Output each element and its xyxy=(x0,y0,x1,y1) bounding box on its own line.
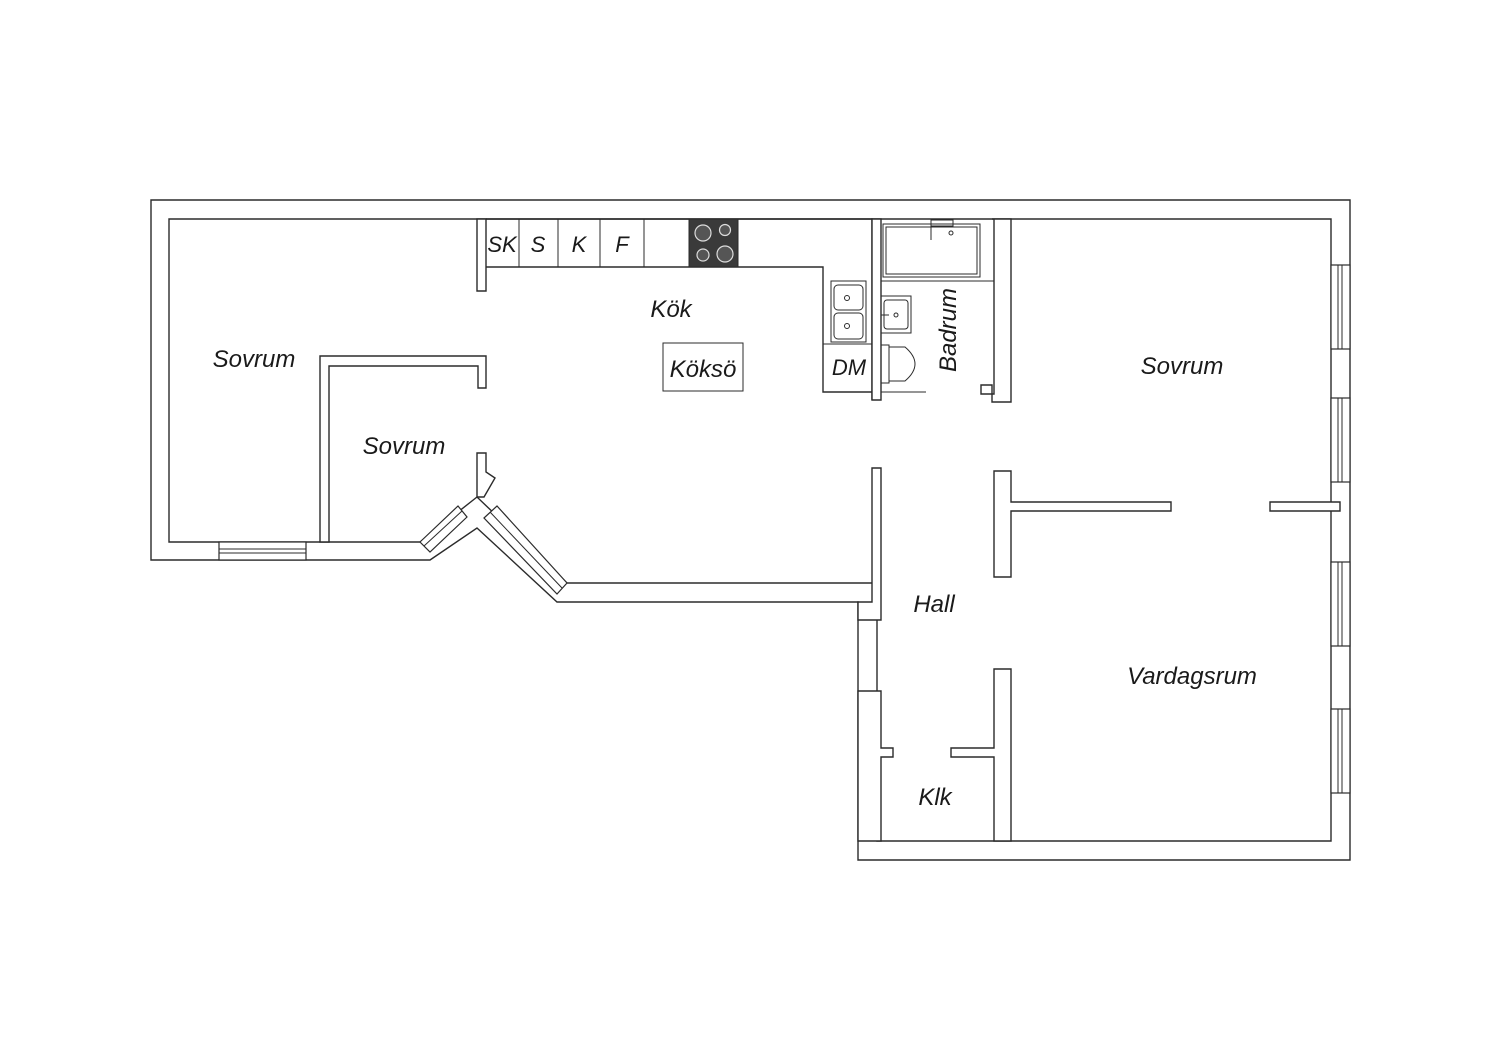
window-bay-right xyxy=(483,505,568,595)
label-badrum: Badrum xyxy=(935,288,962,372)
label-sovrum-left: Sovrum xyxy=(213,346,296,373)
wall-bathroom-right xyxy=(980,218,1012,403)
washbasin-icon xyxy=(880,295,912,334)
label-vardagsrum: Vardagsrum xyxy=(1127,663,1257,690)
window-right-3 xyxy=(1330,561,1351,647)
wall-closet-right xyxy=(950,668,1012,842)
label-k: K xyxy=(572,232,588,257)
label-f: F xyxy=(615,232,630,257)
wall-bedroom-right-divider xyxy=(993,470,1172,578)
wall-bathroom-left xyxy=(871,218,882,401)
stove-icon xyxy=(688,218,739,268)
label-s: S xyxy=(531,232,546,257)
kitchen-sink-icon xyxy=(830,280,867,343)
wall-kitchen-left-lower xyxy=(476,452,496,498)
wall-kitchen-left-upper xyxy=(476,218,487,292)
window-bay-left xyxy=(419,505,468,553)
wall-bedroom-right-stub xyxy=(1269,501,1341,512)
label-sovrum-right: Sovrum xyxy=(1141,353,1224,380)
label-dm: DM xyxy=(832,355,867,380)
bathtub-icon xyxy=(882,219,981,278)
wall-hall-left xyxy=(857,467,882,621)
label-sovrum-middle: Sovrum xyxy=(363,433,446,460)
label-sk: SK xyxy=(487,232,518,257)
wall-closet-left xyxy=(857,690,894,842)
label-hall: Hall xyxy=(913,591,955,618)
outer-wall xyxy=(150,199,1351,861)
window-right-2 xyxy=(1330,397,1351,483)
window-right-1 xyxy=(1330,264,1351,350)
label-klk: Klk xyxy=(918,784,953,811)
window-right-4 xyxy=(1330,708,1351,794)
wall-bedroom-left xyxy=(319,355,487,543)
toilet-icon xyxy=(880,344,926,393)
label-kok: Kök xyxy=(650,296,693,323)
window-left-bottom xyxy=(218,541,307,561)
kitchen-island xyxy=(662,342,744,392)
label-koks-o: Köksö xyxy=(670,356,737,383)
